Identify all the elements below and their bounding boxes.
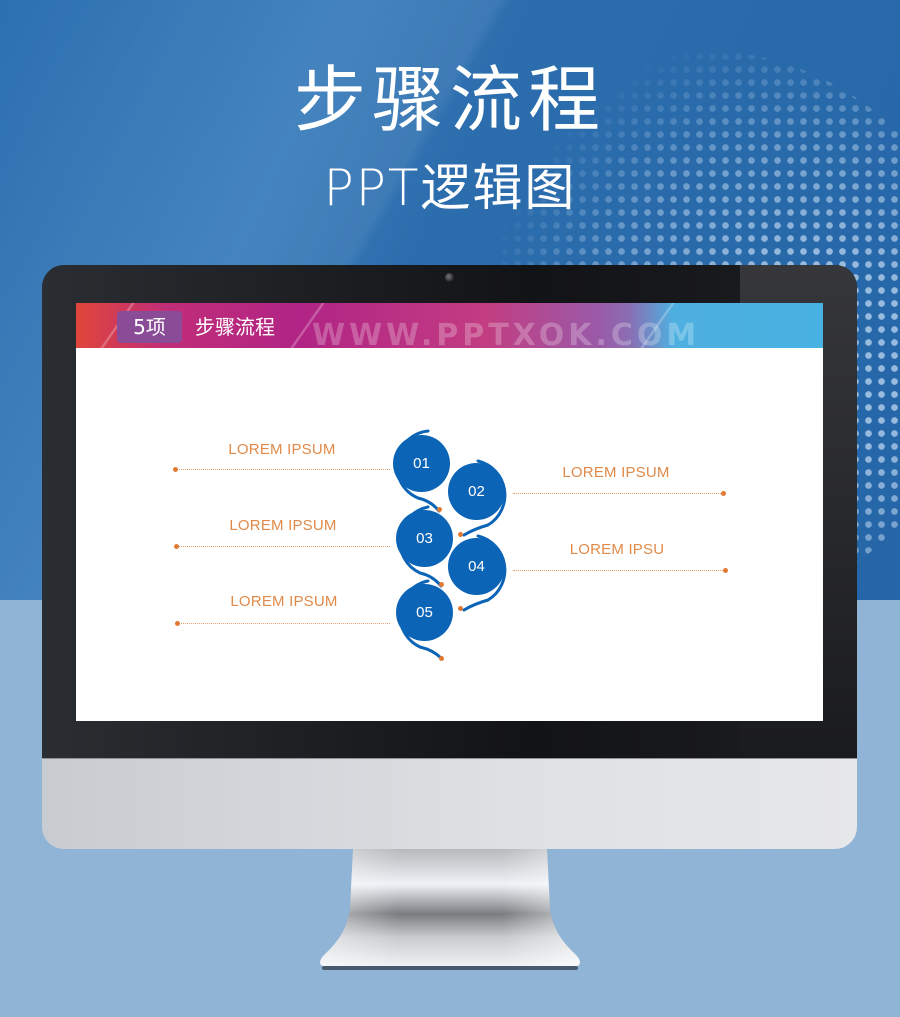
step-3-leader-line [176, 546, 390, 547]
step-1-circle: 01 [393, 435, 450, 492]
step-1-label: LOREM IPSUM [228, 441, 336, 458]
step-2-label: LOREM IPSUM [562, 464, 670, 481]
step-4-line-dot [723, 568, 728, 573]
step-5-line-dot [175, 621, 180, 626]
banner-subtitle: PPT逻辑图 [323, 159, 577, 217]
banner-title: 步骤流程 [293, 58, 606, 142]
slide-title: 步骤流程 [195, 315, 275, 339]
step-endpoint-dot [437, 507, 442, 512]
webcam-icon [445, 273, 454, 282]
slide-screen: WWW.PPTXOK.COM 5项 步骤流程 LOREM IPSUM 01 LO… [76, 303, 823, 721]
step-3-label: LOREM IPSUM [229, 517, 337, 534]
watermark: WWW.PPTXOK.COM [312, 318, 701, 353]
count-badge: 5项 [117, 311, 182, 343]
step-3-circle: 03 [396, 510, 453, 567]
step-1-line-dot [173, 467, 178, 472]
step-endpoint-dot [439, 656, 444, 661]
step-1-leader-line [176, 469, 390, 470]
step-4-label: LOREM IPSU [569, 541, 665, 558]
step-4-circle: 04 [448, 538, 505, 595]
step-endpoint-dot [439, 582, 444, 587]
step-3-line-dot [174, 544, 179, 549]
monitor-chin [42, 758, 857, 849]
step-5-label: LOREM IPSUM [230, 593, 338, 610]
step-endpoint-dot [458, 532, 463, 537]
step-5-circle: 05 [396, 584, 453, 641]
step-5-leader-line [177, 623, 390, 624]
monitor-stand [320, 849, 580, 970]
step-connector-arcs [395, 429, 507, 660]
slide-header-band: WWW.PPTXOK.COM 5项 步骤流程 [76, 303, 823, 353]
step-2-line-dot [721, 491, 726, 496]
step-2-circle: 02 [448, 463, 505, 520]
step-2-leader-line [513, 493, 723, 494]
step-4-leader-line [513, 570, 725, 571]
step-endpoint-dot [458, 606, 463, 611]
